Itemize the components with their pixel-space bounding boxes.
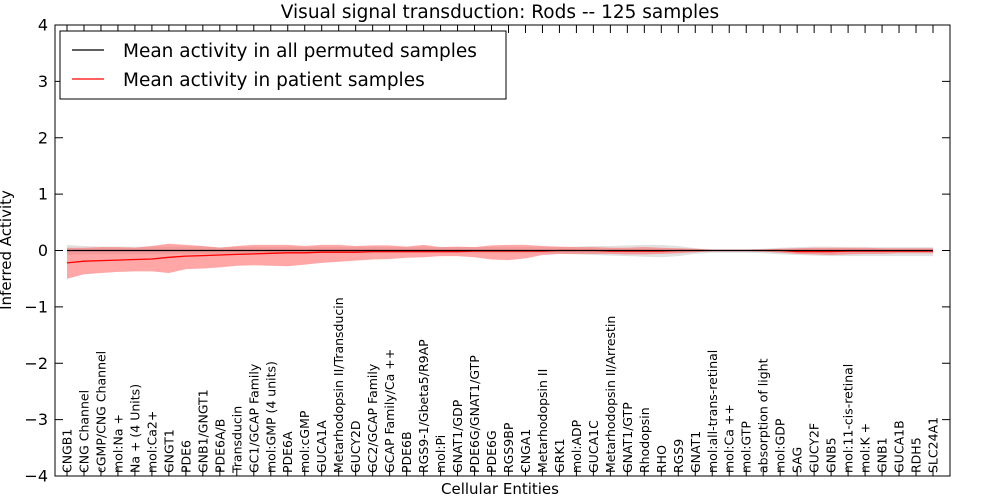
x-tick-label: GC1/GCAP Family bbox=[246, 363, 261, 473]
x-tick-label: CNGA1 bbox=[518, 429, 533, 473]
x-tick-label: GNAT1/GDP bbox=[450, 399, 465, 473]
legend-label-patient: Mean activity in patient samples bbox=[123, 70, 425, 91]
x-tick-label: SLC24A1 bbox=[926, 417, 941, 473]
y-tick-label: 4 bbox=[38, 16, 48, 35]
x-tick-label: GNB1/GNGT1 bbox=[195, 389, 210, 473]
legend: Mean activity in all permuted samples Me… bbox=[59, 30, 507, 100]
band-patient bbox=[67, 243, 933, 279]
x-tick-label: RGS9 bbox=[671, 439, 686, 473]
x-tick-label: GUCA1C bbox=[586, 420, 601, 473]
x-tick-label: GNB1 bbox=[875, 437, 890, 473]
x-tick-label: mol:GTP bbox=[739, 421, 754, 473]
x-tick-label: Metarhodopsin II/Arrestin bbox=[603, 316, 618, 473]
x-tick-label: GNAT1 bbox=[688, 431, 703, 473]
x-tick-label: GRK1 bbox=[552, 438, 567, 473]
x-tick-label: Na + (4 Units) bbox=[127, 384, 142, 473]
x-tick-label: mol:Pi bbox=[433, 435, 448, 473]
x-tick-label: mol:ADP bbox=[569, 419, 584, 473]
x-tick-label: GUCY2F bbox=[807, 423, 822, 473]
x-tick-label: absorption of light bbox=[756, 358, 771, 473]
x-tick-label: PDE6G/GNAT1/GTP bbox=[467, 355, 482, 473]
x-tick-label: CNGB1 bbox=[60, 429, 75, 473]
legend-frame bbox=[59, 30, 507, 100]
x-tick-label: PDE6A bbox=[280, 431, 295, 473]
x-tick-label: mol:K + bbox=[858, 423, 873, 473]
series-lines bbox=[66, 249, 933, 264]
x-tick-label: CNG Channel bbox=[77, 390, 92, 473]
x-tick-label: GNAT1/GTP bbox=[620, 402, 635, 473]
x-tick-label: Transducin bbox=[229, 406, 244, 474]
x-tick-label: RGS9BP bbox=[501, 422, 516, 473]
y-axis: 4 3 2 1 0 −1 −2 −3 −4 bbox=[24, 16, 950, 486]
x-tick-label: cGMP/CNG Channel bbox=[94, 351, 109, 473]
y-tick-label: 3 bbox=[38, 72, 48, 91]
x-tick-label: RHO bbox=[654, 445, 669, 473]
x-tick-label: mol:GDP bbox=[773, 418, 788, 473]
y-tick-label: −4 bbox=[24, 467, 48, 486]
x-axis-title: Cellular Entities bbox=[441, 480, 559, 498]
y-axis-title: Inferred Activity bbox=[0, 190, 15, 310]
x-tick-label: GUCY2D bbox=[348, 420, 363, 473]
x-tick-label: GCAP Family/Ca ++ bbox=[382, 349, 397, 473]
x-tick-label: GNGT1 bbox=[161, 429, 176, 473]
x-tick-label: mol:11-cis-retinal bbox=[841, 364, 856, 473]
y-tick-label: 1 bbox=[38, 185, 48, 204]
y-tick-label: −2 bbox=[24, 354, 48, 373]
y-tick-label: −1 bbox=[24, 297, 48, 316]
x-tick-label: GUCA1A bbox=[314, 420, 329, 473]
x-tick-label: mol:cGMP bbox=[297, 410, 312, 473]
legend-label-permuted: Mean activity in all permuted samples bbox=[123, 41, 477, 62]
x-tick-label: mol:Ca ++ bbox=[722, 404, 737, 473]
x-tick-label: Rhodopsin bbox=[637, 407, 652, 473]
x-tick-label: mol:all-trans-retinal bbox=[705, 350, 720, 473]
x-tick-label: PDE6 bbox=[178, 440, 193, 473]
x-tick-label: Metarhodopsin II/Transducin bbox=[331, 297, 346, 473]
x-tick-label: Metarhodopsin II bbox=[535, 369, 550, 473]
chart-title: Visual signal transduction: Rods -- 125 … bbox=[281, 2, 719, 23]
x-tick-label: SAG bbox=[790, 447, 805, 473]
x-tick-label: PDE6A/B bbox=[212, 419, 227, 473]
x-tick-label: RDH5 bbox=[909, 437, 924, 473]
x-tick-label: RGS9-1/Gbeta5/R9AP bbox=[416, 339, 431, 473]
x-tick-label: mol:Na + bbox=[110, 414, 125, 473]
x-tick-label: PDE6B bbox=[399, 431, 414, 473]
x-tick-label: GC2/GCAP Family bbox=[365, 363, 380, 473]
x-tick-label: GUCA1B bbox=[892, 420, 907, 473]
x-tick-label: PDE6G bbox=[484, 430, 499, 473]
x-tick-label: mol:GMP (4 units) bbox=[263, 361, 278, 473]
y-tick-label: 0 bbox=[38, 241, 48, 260]
y-tick-label: 2 bbox=[38, 128, 48, 147]
confidence-bands bbox=[67, 243, 933, 279]
x-tick-label: mol:Ca2+ bbox=[144, 411, 159, 473]
x-tick-label: GNB5 bbox=[824, 437, 839, 473]
y-tick-label: −3 bbox=[24, 410, 48, 429]
